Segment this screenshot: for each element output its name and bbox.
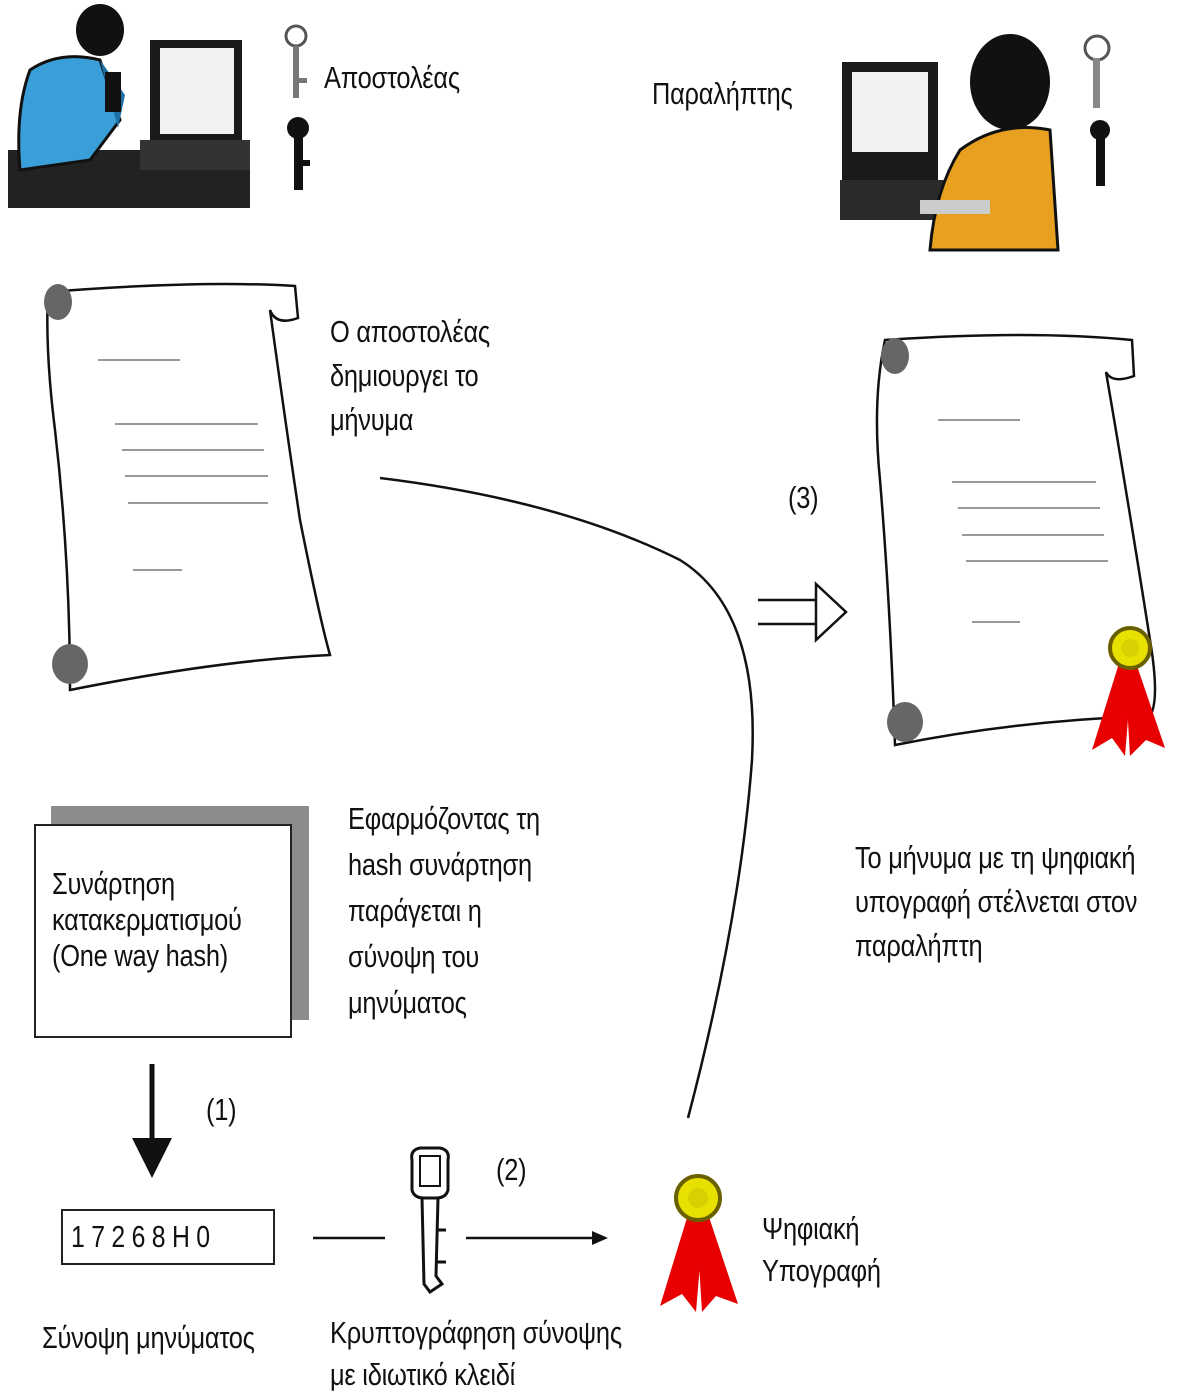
digest-caption: Σύνοψη μηνύματος bbox=[42, 1320, 255, 1355]
step-1-label: (1) bbox=[206, 1092, 237, 1127]
signature-caption: Ψηφιακή Υπογραφή bbox=[762, 1211, 881, 1288]
hash-down-arrow-icon bbox=[132, 1064, 172, 1178]
sender-label: Αποστολέας bbox=[324, 60, 460, 95]
sender-person-icon bbox=[8, 4, 250, 208]
receiver-private-key-icon bbox=[1090, 120, 1110, 186]
step-2-label: (2) bbox=[496, 1152, 527, 1187]
signed-message-scroll-icon bbox=[875, 333, 1157, 747]
hash-function-box bbox=[34, 824, 292, 1038]
sender-private-key-icon bbox=[287, 117, 310, 190]
send-arrow-icon bbox=[758, 581, 848, 643]
signed-scroll-seal-icon bbox=[1092, 626, 1165, 756]
sender-public-key-icon bbox=[284, 24, 308, 98]
message-scroll-icon bbox=[44, 282, 332, 692]
hash-function-label: Συνάρτηση κατακερματισμού (One way hash) bbox=[52, 866, 242, 973]
hash-step-text: Εφαρμόζοντας τη hash συνάρτηση παράγεται… bbox=[348, 801, 540, 1020]
private-key-icon bbox=[410, 1146, 450, 1295]
receiver-person-icon bbox=[840, 34, 1060, 252]
message-to-signature-curve bbox=[379, 476, 754, 1119]
step-3-label: (3) bbox=[788, 480, 819, 515]
create-message-text: Ο αποστολέας δημιουργει το μήνυμα bbox=[330, 314, 490, 437]
sent-message-text: Το μήνυμα με τη ψηφιακή υπογραφή στέλνετ… bbox=[855, 840, 1138, 963]
receiver-label: Παραλήπτης bbox=[652, 76, 793, 111]
receiver-public-key-icon bbox=[1083, 34, 1111, 108]
digital-signature-seal-icon bbox=[660, 1174, 738, 1312]
key-to-signature-arrow bbox=[466, 1231, 608, 1245]
digest-value: 17268H0 bbox=[71, 1219, 217, 1254]
digest-box: 17268H0 bbox=[61, 1209, 275, 1265]
encrypt-caption: Κρυπτογράφηση σύνοψης με ιδιωτικό κλειδί bbox=[330, 1315, 622, 1392]
